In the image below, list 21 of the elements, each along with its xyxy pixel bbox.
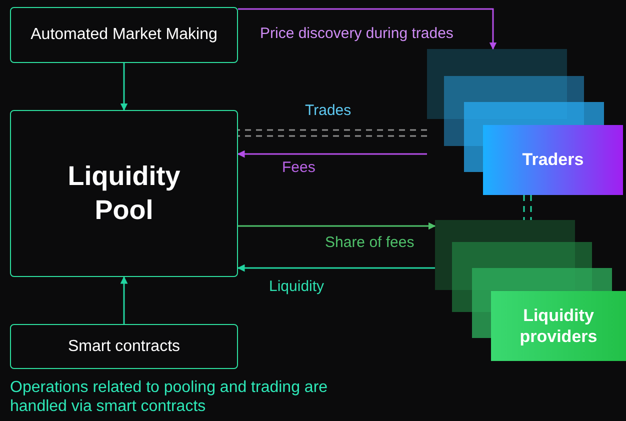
arrow bbox=[120, 276, 128, 324]
connector-line bbox=[238, 129, 427, 137]
pool-box bbox=[10, 110, 238, 277]
connector-line bbox=[523, 195, 532, 220]
arrow bbox=[120, 63, 128, 111]
process-box bbox=[10, 324, 238, 369]
edge-label: Price discovery during trades bbox=[258, 25, 456, 42]
edge-label: Liquidity bbox=[267, 278, 326, 295]
providers-card-stack bbox=[435, 220, 626, 361]
arrow bbox=[238, 222, 436, 230]
node-label: Liquidity Pool bbox=[66, 160, 182, 226]
caption-note: Operations related to pooling and trading are handled via smart contracts bbox=[10, 378, 329, 416]
arrow bbox=[238, 8, 497, 50]
process-box bbox=[10, 7, 238, 63]
node-label: Automated Market Making bbox=[30, 25, 218, 45]
node-label: Traders bbox=[522, 149, 584, 171]
arrow bbox=[237, 264, 435, 272]
node-label: Smart contracts bbox=[68, 336, 180, 356]
node-label: Liquidity providers bbox=[518, 304, 598, 348]
arrow bbox=[237, 150, 427, 158]
traders-card-stack bbox=[427, 49, 623, 195]
